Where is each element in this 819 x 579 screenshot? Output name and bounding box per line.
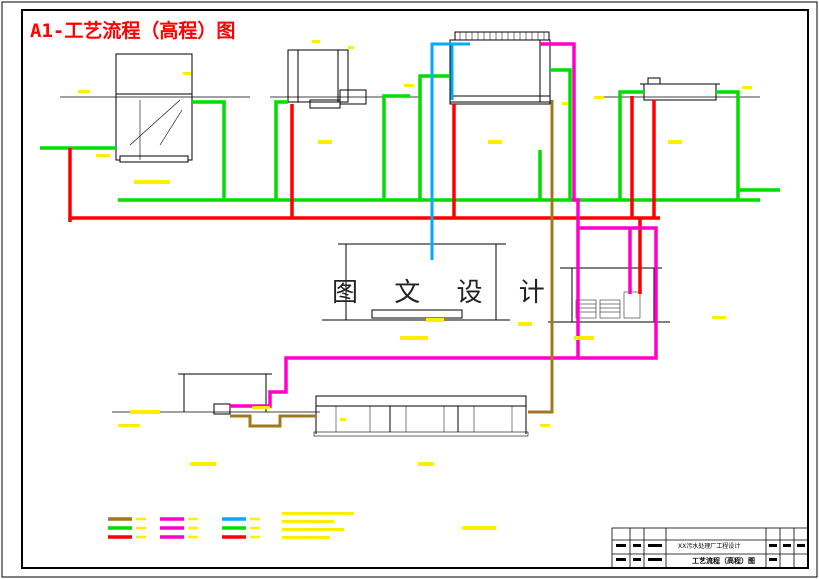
drawing-title: A1-工艺流程（高程）图 bbox=[30, 20, 236, 42]
legend bbox=[108, 517, 260, 539]
air-pipes bbox=[430, 42, 470, 260]
structure-center-building bbox=[322, 243, 510, 321]
drawing-border bbox=[21, 9, 809, 569]
sewage-pipes bbox=[68, 96, 660, 294]
annotation-labels bbox=[78, 40, 752, 539]
structure-primary-tank bbox=[115, 53, 193, 163]
structure-right-building bbox=[548, 267, 670, 323]
title-block bbox=[611, 527, 809, 569]
title-block-project: XX污水处理厂工程设计 bbox=[678, 543, 741, 550]
watermark-text: 图 文 设 计 bbox=[332, 278, 559, 308]
structure-sludge-tanks bbox=[313, 395, 529, 437]
return-pipes bbox=[230, 100, 554, 428]
title-block-drawing-name: 工艺流程（高程）图 bbox=[692, 557, 755, 565]
structure-second-tank bbox=[287, 49, 367, 109]
sludge-pipes bbox=[230, 42, 658, 408]
